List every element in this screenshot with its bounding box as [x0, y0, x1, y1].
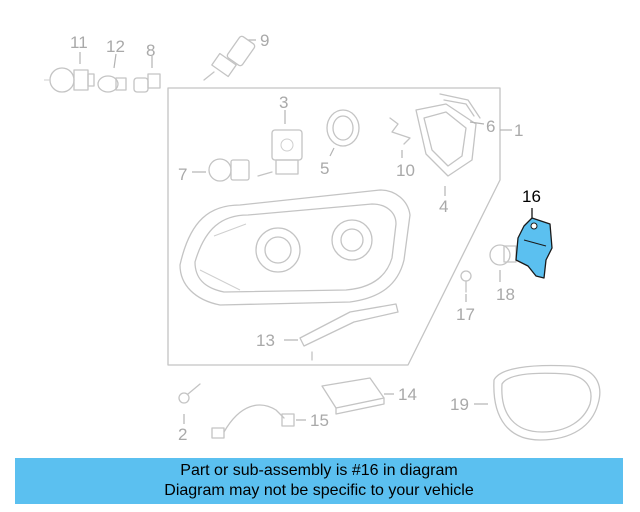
callout-11: 11 [70, 33, 88, 52]
info-banner: Part or sub-assembly is #16 in diagram D… [15, 458, 623, 504]
callout-9: 9 [260, 31, 269, 50]
part-2-bolt[interactable] [178, 383, 201, 424]
part-16-bracket[interactable] [515, 208, 553, 279]
callout-7: 7 [178, 165, 187, 184]
parts-diagram: 1 2 3 4 5 6 7 8 9 10 11 12 13 14 15 16 1… [44, 31, 601, 444]
part-13-led-strip[interactable] [284, 303, 399, 361]
part-14-ballast[interactable] [321, 377, 394, 415]
headlamp-body [179, 189, 411, 306]
assembly-outline [167, 87, 512, 366]
callout-19: 19 [450, 395, 469, 414]
callout-17: 17 [456, 305, 475, 324]
callout-18: 18 [496, 285, 515, 304]
part-3-module[interactable] [271, 110, 303, 175]
bracket-highlight [515, 217, 553, 279]
part-11-bulb[interactable] [44, 52, 95, 93]
part-7-socket[interactable] [192, 158, 273, 182]
callout-13: 13 [256, 331, 275, 350]
callout-16: 16 [522, 187, 541, 206]
part-9-hid-bulb[interactable] [203, 35, 256, 81]
callout-14: 14 [398, 385, 417, 404]
callout-10: 10 [396, 161, 415, 180]
callout-1: 1 [514, 121, 523, 140]
part-4-cover[interactable] [415, 103, 477, 196]
callout-8: 8 [146, 41, 155, 60]
part-8-bulb[interactable] [133, 56, 161, 93]
callout-5: 5 [320, 159, 329, 178]
callout-15: 15 [310, 411, 329, 430]
callout-3: 3 [279, 93, 288, 112]
callout-2: 2 [178, 425, 187, 444]
callout-6: 6 [486, 117, 495, 136]
part-5-ring[interactable] [326, 109, 360, 157]
part-18-adjuster[interactable] [489, 244, 517, 282]
callout-12: 12 [106, 37, 125, 56]
part-17-screw[interactable] [460, 270, 472, 302]
part-12-bulb[interactable] [97, 53, 127, 93]
part-15-harness[interactable] [211, 404, 306, 439]
banner-line-1: Part or sub-assembly is #16 in diagram [180, 462, 458, 479]
callout-4: 4 [439, 197, 448, 216]
part-6-gasket[interactable] [439, 93, 485, 125]
part-10-clip[interactable] [389, 117, 411, 158]
banner-line-2: Diagram may not be specific to your vehi… [164, 482, 474, 499]
part-19-lens-gasket[interactable] [474, 364, 601, 441]
